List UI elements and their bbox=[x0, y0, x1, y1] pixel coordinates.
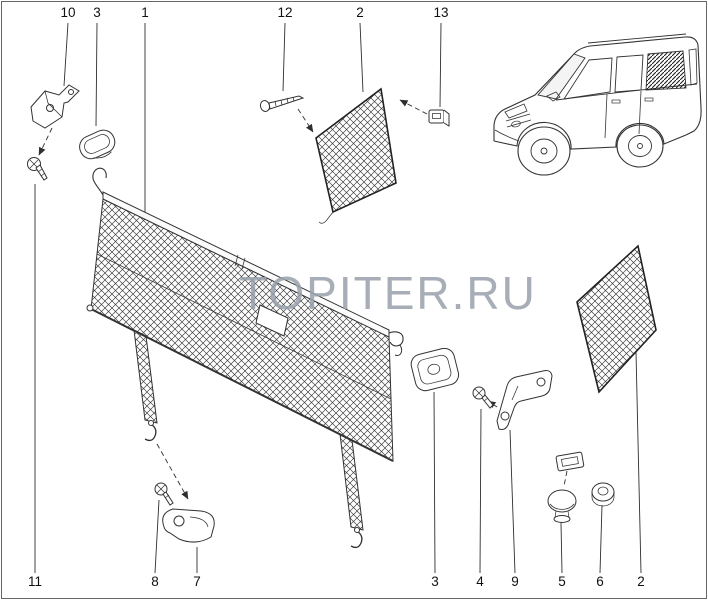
part-cover-3-bottom bbox=[410, 347, 460, 392]
part-screw-4 bbox=[472, 386, 494, 409]
callout-bottom-5: 5 bbox=[558, 574, 566, 589]
part-bracket-10 bbox=[30, 84, 80, 129]
part-clip-13 bbox=[428, 109, 450, 127]
cargo-net-upper bbox=[315, 87, 397, 224]
part-button-5 bbox=[547, 489, 577, 523]
net-label-patch bbox=[255, 304, 289, 337]
barrier-net-assembly bbox=[86, 167, 404, 549]
callout-bottom-9: 9 bbox=[511, 574, 519, 589]
vehicle-illustration bbox=[493, 33, 702, 176]
callout-bottom-4: 4 bbox=[476, 574, 484, 589]
part-cover-3-top bbox=[79, 129, 116, 160]
callout-bottom-3: 3 bbox=[431, 574, 439, 589]
cargo-net-right bbox=[576, 244, 657, 394]
part-hook-bracket-7 bbox=[162, 508, 215, 543]
callout-top-12: 12 bbox=[277, 5, 292, 20]
callout-labels-bottom: 11 8 7 3 4 9 5 6 2 bbox=[28, 574, 645, 589]
callout-top-2: 2 bbox=[356, 5, 364, 20]
watermark-text: TOPITER.RU bbox=[239, 267, 537, 319]
part-bracket-9 bbox=[496, 370, 553, 430]
part-screw-8 bbox=[154, 482, 174, 506]
part-clip-frame-5 bbox=[555, 451, 585, 472]
callout-top-3: 3 bbox=[93, 5, 101, 20]
callout-bottom-2: 2 bbox=[637, 574, 645, 589]
callout-bottom-6: 6 bbox=[596, 574, 604, 589]
part-hook-screw-12 bbox=[259, 95, 305, 112]
callout-bottom-7: 7 bbox=[193, 574, 201, 589]
callout-top-10: 10 bbox=[60, 5, 75, 20]
part-grommet-6 bbox=[591, 482, 615, 507]
callout-top-13: 13 bbox=[433, 5, 448, 20]
callout-top-1: 1 bbox=[141, 5, 149, 20]
part-screw-11 bbox=[27, 157, 48, 181]
callout-bottom-11: 11 bbox=[28, 574, 42, 589]
leader-lines bbox=[34, 22, 642, 574]
callout-labels-top: 10 3 1 12 2 13 bbox=[60, 5, 448, 20]
callout-bottom-8: 8 bbox=[151, 574, 159, 589]
